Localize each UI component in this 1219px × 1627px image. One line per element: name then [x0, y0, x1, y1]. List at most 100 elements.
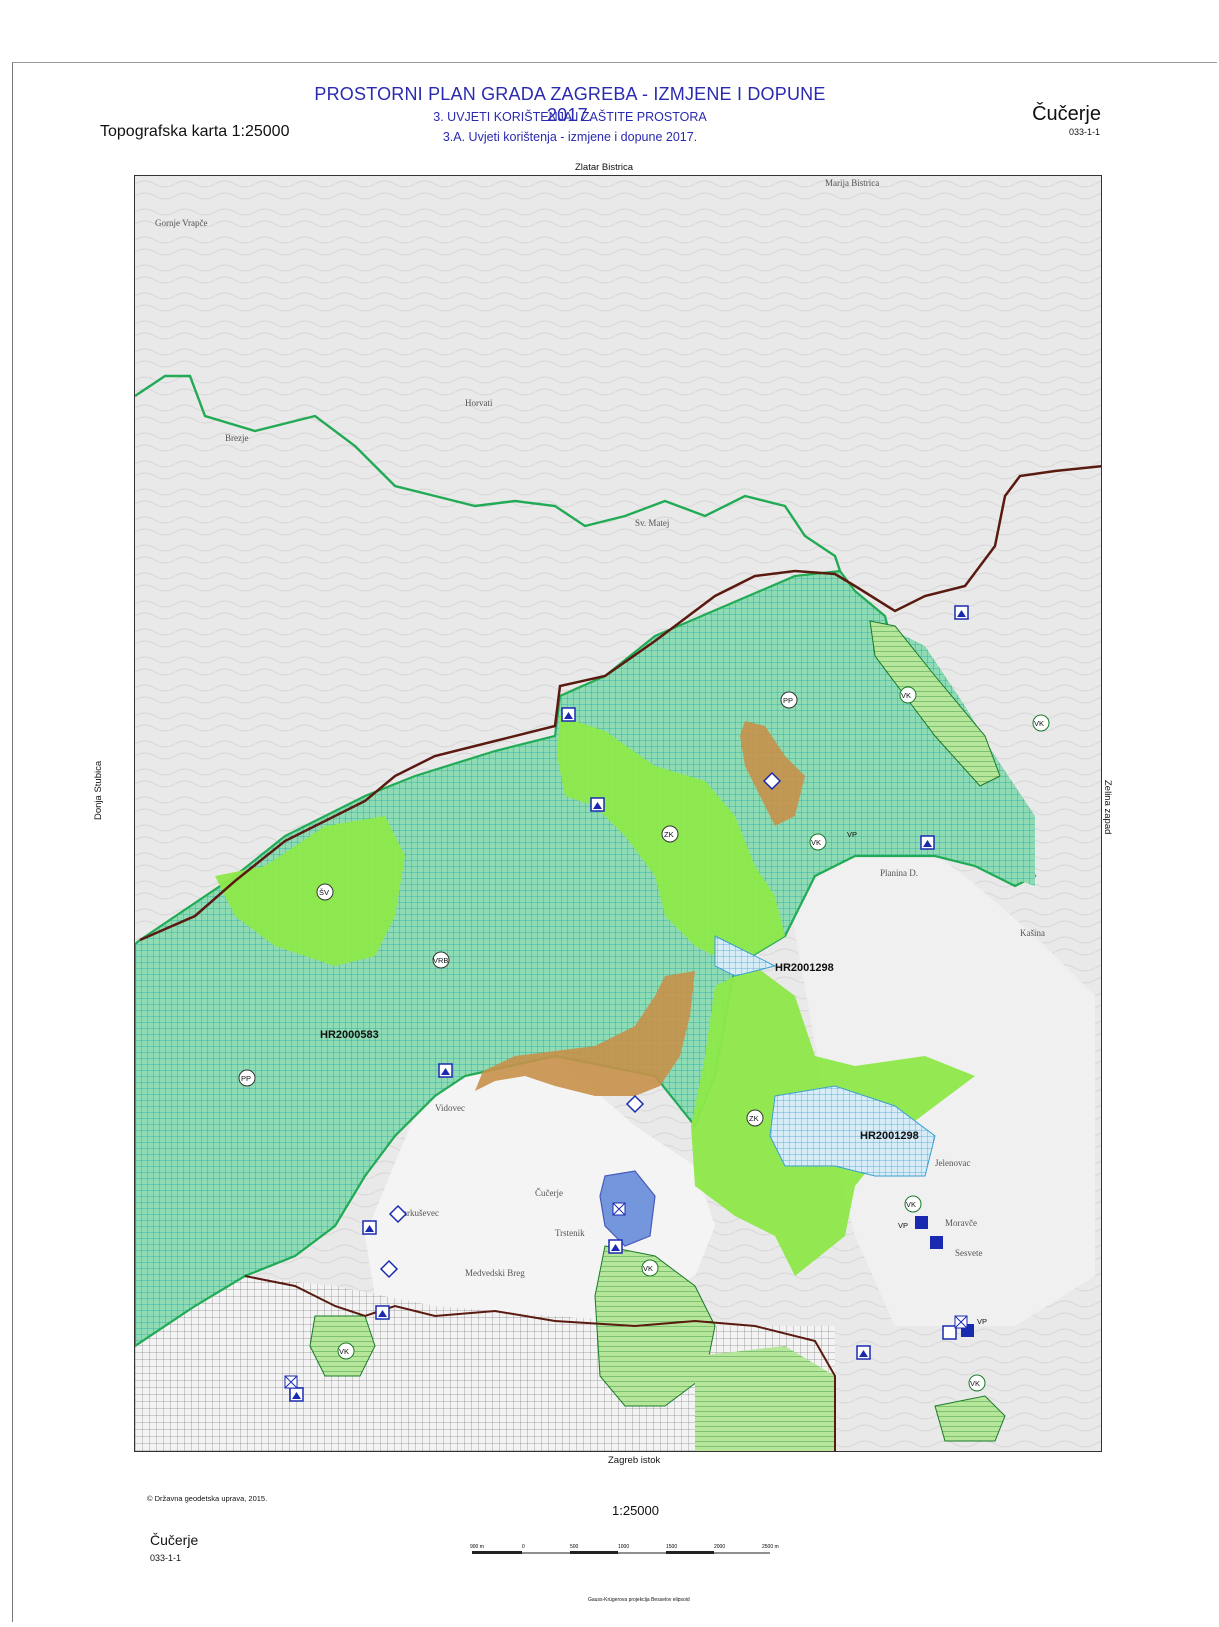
mountain-hut-icon[interactable] — [561, 707, 576, 722]
zone-symbol: VK — [904, 1195, 922, 1213]
city-boundary-south — [244, 1275, 836, 1451]
place-name: Gornje Vrapče — [155, 218, 208, 228]
scale-tick: 500 — [570, 1544, 579, 1550]
map-canvas[interactable]: Vidovec Gornje Vrapče Brezje Marija Bist… — [134, 175, 1102, 1452]
svg-text:VK: VK — [970, 1379, 980, 1388]
zone-symbol: VP — [847, 830, 857, 839]
projection-note: Gauss-Krügerova projekcija Besselov elip… — [588, 1597, 690, 1603]
mountain-hut-icon[interactable] — [942, 1325, 957, 1340]
city-boundary-north — [139, 464, 1101, 942]
zone-symbol: ZK — [661, 825, 679, 843]
map-type-label: Topografska karta 1:25000 — [100, 123, 290, 140]
place-name: Medvedski Breg — [465, 1268, 525, 1278]
svg-text:VK: VK — [901, 691, 911, 700]
place-name: Marija Bistrica — [825, 178, 879, 188]
svg-text:PP: PP — [783, 696, 793, 705]
place-name: Sv. Matej — [635, 518, 669, 528]
diamond-marker-icon[interactable] — [388, 1204, 408, 1224]
natura-zone-hr2001298-east — [769, 1085, 936, 1177]
svg-text:VK: VK — [906, 1200, 916, 1209]
natura-code-label: HR2001298 — [775, 962, 834, 974]
svg-text:VP: VP — [977, 1317, 987, 1326]
svg-text:VP: VP — [847, 830, 857, 839]
mountain-hut-icon[interactable] — [954, 605, 969, 620]
edge-label-north: Zlatar Bistrica — [575, 162, 634, 173]
scale-tick: 2500 m — [762, 1544, 779, 1550]
mountain-hut-icon[interactable] — [920, 835, 935, 850]
sheet-name-bottom: Čučerje — [150, 1532, 199, 1548]
place-name: Kašina — [1020, 928, 1045, 938]
edge-label-west: Donja Stubica — [93, 760, 104, 820]
place-name: Jelenovac — [935, 1158, 970, 1168]
sheet-code-top: 033-1-1 — [1068, 127, 1100, 137]
map-subtitle-1: 3. UVJETI KORIŠTENJA I ZAŠTITE PROSTORA — [433, 110, 707, 124]
zone-symbol: VK — [1032, 714, 1050, 732]
green-zone-sv — [215, 816, 405, 966]
natura-code-label: HR2000583 — [320, 1029, 379, 1041]
natura-zone-hr2001298-west — [714, 935, 777, 977]
zone-symbol: VK — [968, 1374, 986, 1392]
orange-zone-south — [475, 971, 695, 1096]
zone-symbol: PP — [780, 691, 798, 709]
mountain-hut-icon[interactable] — [289, 1387, 304, 1402]
scale-label: 1:25000 — [612, 1503, 659, 1518]
scale-tick: 2000 — [714, 1544, 725, 1550]
mountain-hut-icon[interactable] — [438, 1063, 453, 1078]
zone-symbol: VK — [809, 833, 827, 851]
zone-symbol: ZK — [746, 1109, 764, 1127]
svg-text:ŠV: ŠV — [319, 888, 329, 897]
map-subtitle-2: 3.A. Uvjeti korištenja - izmjene i dopun… — [442, 130, 698, 144]
zone-symbol: VRB — [432, 951, 450, 969]
mountain-hut-icon[interactable] — [915, 1216, 928, 1229]
scale-tick: 1000 — [618, 1544, 629, 1550]
svg-text:VK: VK — [339, 1347, 349, 1356]
edge-label-east: Zelina zapad — [1102, 780, 1113, 835]
urban-grid-zone — [135, 1276, 835, 1451]
zone-symbol: VK — [641, 1259, 659, 1277]
svg-text:ZK: ZK — [664, 830, 674, 839]
park-zone-main — [135, 569, 1037, 1348]
vk-zone-strip — [869, 620, 1001, 787]
zone-symbol: PP — [238, 1069, 256, 1087]
place-name: Čučerje — [535, 1188, 563, 1198]
place-name: Horvati — [465, 398, 493, 408]
svg-text:ZK: ZK — [749, 1114, 759, 1123]
blue-zone-cucerje — [599, 1170, 656, 1247]
scale-bar: 900 m 0 500 1000 1500 2000 2500 m — [470, 1544, 779, 1554]
diamond-marker-icon[interactable] — [762, 771, 782, 791]
natura-code-label: HR2001298 — [860, 1130, 919, 1142]
place-name: Brezje — [225, 433, 248, 443]
mountain-hut-icon[interactable] — [362, 1220, 377, 1235]
edge-label-south: Zagreb istok — [608, 1455, 661, 1466]
svg-text:VRB: VRB — [433, 956, 448, 965]
place-name: Trstenik — [555, 1228, 585, 1238]
mountain-hut-icon[interactable] — [590, 797, 605, 812]
copyright-note: © Državna geodetska uprava, 2015. — [147, 1494, 268, 1503]
vk-zone-corner — [934, 1395, 1006, 1442]
settlement-square-icon[interactable] — [284, 1375, 298, 1389]
place-name: Vidovec — [435, 1103, 465, 1113]
place-name: Planina D. — [880, 868, 918, 878]
scale-tick: 0 — [522, 1544, 525, 1550]
mountain-hut-icon[interactable] — [930, 1236, 943, 1249]
settlement-square-icon[interactable] — [954, 1315, 968, 1329]
zone-symbol: VK — [899, 686, 917, 704]
svg-text:VK: VK — [643, 1264, 653, 1273]
map-title: PROSTORNI PLAN GRADA ZAGREBA - IZMJENE I… — [314, 84, 826, 125]
green-boundary-line — [135, 374, 842, 572]
place-name: Moravče — [945, 1218, 977, 1228]
mountain-hut-icon[interactable] — [608, 1239, 623, 1254]
mountain-hut-icon[interactable] — [375, 1305, 390, 1320]
zone-symbol: VK — [337, 1342, 355, 1360]
place-name: Sesvete — [955, 1248, 983, 1258]
diamond-marker-icon[interactable] — [625, 1094, 645, 1114]
place-name: Markuševec — [395, 1208, 439, 1218]
svg-text:PP: PP — [241, 1074, 251, 1083]
sheet-name-top: Čučerje — [1032, 103, 1101, 125]
zone-symbol: VP — [977, 1317, 987, 1326]
mountain-hut-icon[interactable] — [856, 1345, 871, 1360]
sheet-border — [12, 62, 1217, 1622]
diamond-marker-icon[interactable] — [379, 1259, 399, 1279]
zone-symbol: VP — [898, 1221, 908, 1230]
settlement-square-icon[interactable] — [612, 1202, 626, 1216]
